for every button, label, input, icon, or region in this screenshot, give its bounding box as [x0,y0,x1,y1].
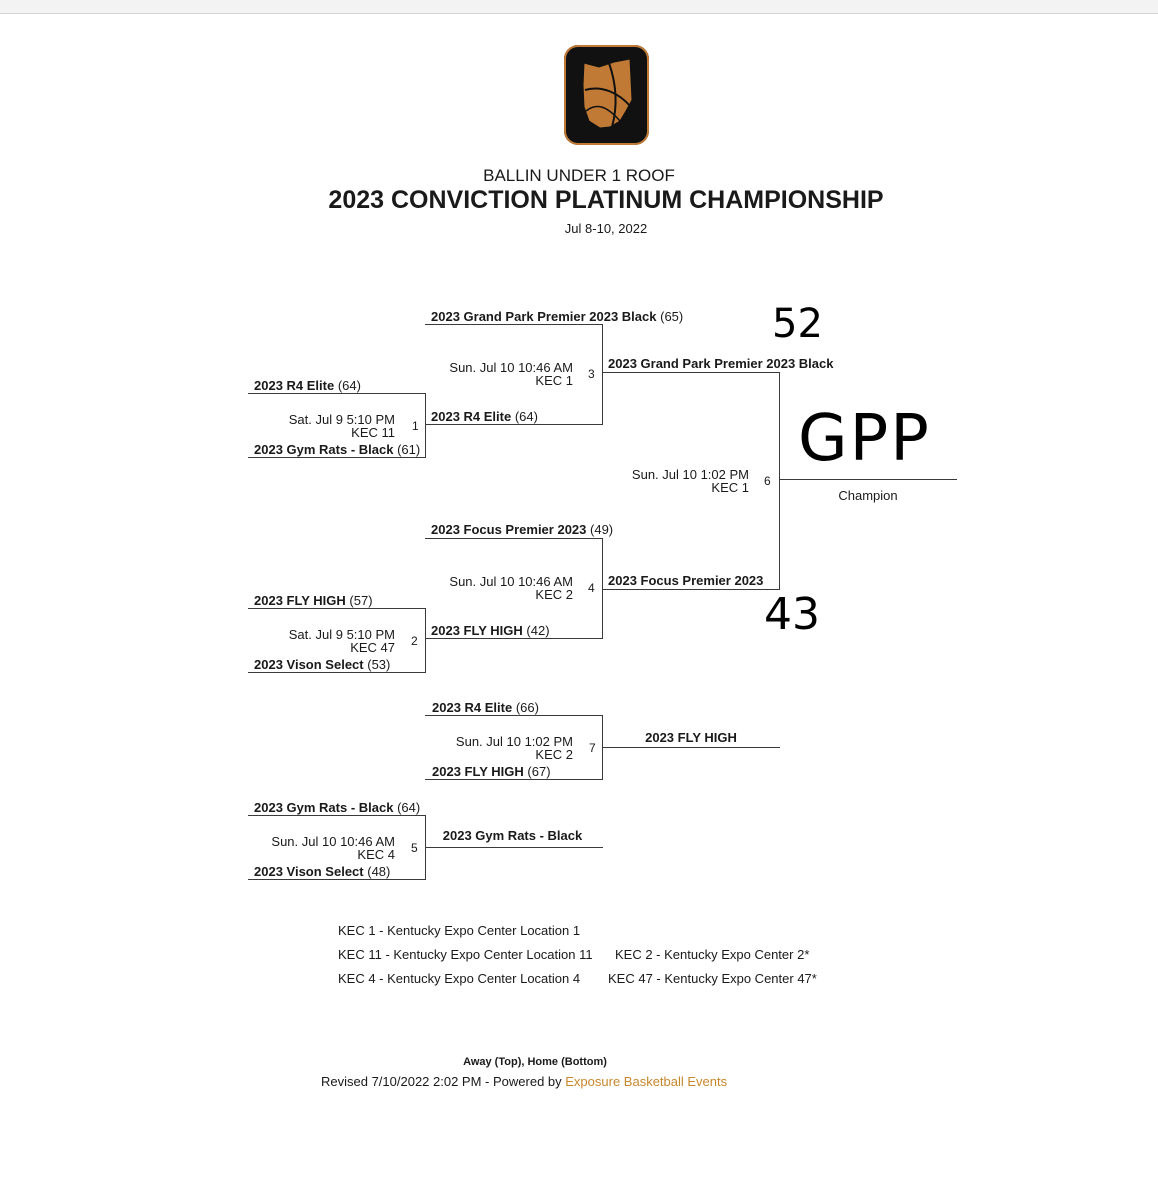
g2-top-line [248,608,426,609]
g5-number: 5 [411,841,418,855]
g2-court: KEC 47 [350,640,395,655]
g6-number: 6 [764,474,771,488]
legend-kec2: KEC 2 - Kentucky Expo Center 2* [615,947,810,962]
g7-number: 7 [589,741,596,755]
g2-time: Sat. Jul 9 5:10 PM [288,627,395,642]
g1-connector [425,393,426,458]
org-name: BALLIN UNDER 1 ROOF [483,166,675,185]
g7-time: Sun. Jul 10 1:02 PM [455,734,573,749]
g3-number: 3 [588,367,595,381]
g5-bottom-team: 2023 Vison Select (48) [254,864,391,879]
g7-winner-line [602,747,780,748]
g1-time: Sat. Jul 9 5:10 PM [288,412,395,427]
home-away-note: Away (Top), Home (Bottom) [463,1056,607,1068]
g7-top-team: 2023 R4 Elite (66) [432,700,539,715]
g1-top-line [248,393,426,394]
g6-connector [779,372,780,590]
g4-connector [602,538,603,639]
revised-text: Revised 7/10/2022 2:02 PM - Powered by [321,1074,566,1089]
handwritten-score-bottom: 43 [764,589,820,640]
handwritten-champion: GPP [798,402,931,476]
g2-bottom-team: 2023 Vison Select (53) [254,657,391,672]
g7-bottom-team: 2023 FLY HIGH (67) [432,764,551,779]
g3-court: KEC 1 [535,373,573,388]
g7-winner: 2023 FLY HIGH [645,730,737,745]
g7-top-line [425,715,603,716]
g5-winner: 2023 Gym Rats - Black [442,828,583,843]
g3-top-team: 2023 Grand Park Premier 2023 Black (65) [431,309,684,324]
g5-time: Sun. Jul 10 10:46 AM [271,834,395,849]
g6-bottom-team: 2023 Focus Premier 2023 [608,573,764,588]
legend-kec1: KEC 1 - Kentucky Expo Center Location 1 [338,923,581,938]
g2-bottom-line [248,672,426,673]
g7-court: KEC 2 [535,747,573,762]
g3-bottom-line [425,424,603,425]
g4-bottom-team: 2023 FLY HIGH (42) [431,623,550,638]
champion-line [779,479,957,480]
g5-top-team: 2023 Gym Rats - Black (64) [254,800,421,815]
g1-court: KEC 11 [351,425,395,440]
exposure-link[interactable]: Exposure Basketball Events [565,1074,728,1089]
g6-court: KEC 1 [711,480,749,495]
g7-bottom-line [425,779,603,780]
browser-top-bar [0,0,1158,14]
g3-top-line [425,324,603,325]
g3-time: Sun. Jul 10 10:46 AM [449,360,573,375]
g4-bottom-line [425,638,603,639]
legend-kec11: KEC 11 - Kentucky Expo Center Location 1… [338,947,593,962]
g2-top-team: 2023 FLY HIGH (57) [254,593,373,608]
g3-bottom-team: 2023 R4 Elite (64) [431,409,538,424]
g1-bottom-team: 2023 Gym Rats - Black (61) [254,442,421,457]
g1-top-team: 2023 R4 Elite (64) [254,378,361,393]
g1-number: 1 [412,419,419,433]
g6-bottom-line [602,589,780,590]
g4-court: KEC 2 [535,587,573,602]
g3-connector [602,324,603,425]
g6-top-team: 2023 Grand Park Premier 2023 Black [608,356,834,371]
event-dates: Jul 8-10, 2022 [564,221,648,236]
g4-top-line [425,538,603,539]
g5-winner-line [425,847,603,848]
g1-bottom-line [248,457,426,458]
g4-number: 4 [588,581,595,595]
g6-time: Sun. Jul 10 1:02 PM [631,467,749,482]
handwritten-score-top: 52 [772,301,823,347]
page-title: 2023 CONVICTION PLATINUM CHAMPIONSHIP [328,186,884,214]
g5-court: KEC 4 [357,847,395,862]
g5-bottom-line [248,879,426,880]
g2-number: 2 [411,634,418,648]
champion-label: Champion [838,488,898,503]
legend-kec4: KEC 4 - Kentucky Expo Center Location 4 [338,971,581,986]
legend-kec47: KEC 47 - Kentucky Expo Center 47* [608,971,817,986]
revised-line: Revised 7/10/2022 2:02 PM - Powered by E… [321,1074,727,1089]
g2-connector [425,608,426,673]
ohio-basketball-logo [564,45,649,145]
g4-time: Sun. Jul 10 10:46 AM [449,574,573,589]
g4-top-team: 2023 Focus Premier 2023 (49) [431,522,614,537]
g5-top-line [248,815,426,816]
g6-top-line [602,372,780,373]
